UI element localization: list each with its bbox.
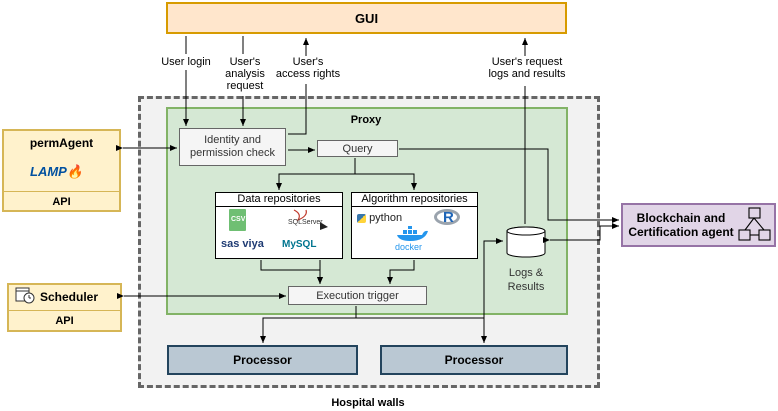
r-ring: [434, 209, 460, 225]
csv-icon: CSV: [229, 209, 246, 231]
lamp-logo: LAMP🔥: [30, 164, 83, 180]
exec-to-processor2-arrow: [356, 317, 487, 343]
python-glyph: [357, 213, 366, 223]
access-rights-label: User's access rights: [270, 56, 346, 80]
processor-label-2: Processor: [444, 353, 504, 367]
docker-label: docker: [395, 242, 423, 252]
sqlserver-icon: SQLServer: [288, 208, 328, 232]
csv-label: CSV: [231, 216, 246, 223]
blockchain-line2: Certification agent: [628, 225, 734, 239]
query-to-data-arrow: [276, 158, 356, 190]
user-login-label: User login: [161, 56, 211, 68]
processor-box-2: Processor: [380, 345, 568, 375]
r-icon: R: [434, 207, 462, 227]
processor-box-1: Processor: [167, 345, 358, 375]
scheduler-api-label: API: [55, 315, 74, 327]
mysql-icon: MySQL: [282, 239, 316, 250]
blockchain-line1: Blockchain and: [636, 211, 726, 225]
sas-viya-icon: sas viya: [221, 238, 264, 250]
processor-label-1: Processor: [233, 353, 292, 367]
sqlserver-label: SQLServer: [288, 219, 323, 226]
hospital-walls-label: Hospital walls: [331, 397, 405, 409]
logs-results-label: Logs & Results: [496, 266, 556, 294]
execution-trigger-label: Execution trigger: [316, 289, 399, 302]
query-box: Query: [317, 140, 398, 157]
data-repositories-title: Data repositories: [215, 193, 343, 207]
database-icon: [506, 226, 546, 258]
blockchain-cubes-icon: [738, 207, 771, 241]
lamp-logo-text: LAMP: [30, 164, 67, 179]
access-line2: access rights: [275, 68, 341, 80]
docker-icon: docker: [394, 226, 430, 254]
lamp-flame-icon: 🔥: [66, 164, 84, 179]
permagent-api-label: API: [52, 196, 71, 208]
query-label: Query: [342, 142, 373, 155]
r-label: R: [443, 209, 454, 226]
scheduler-title: Scheduler: [40, 290, 99, 304]
python-label: python: [369, 212, 403, 224]
algorithm-repositories-box: [351, 192, 478, 259]
blockchain-label: Blockchain and Certification agent: [622, 211, 740, 239]
mysql-label: MySQL: [282, 239, 317, 250]
sas-viya-label: sas viya: [221, 238, 264, 250]
access-line1: User's: [292, 56, 324, 68]
permagent-box: [2, 129, 121, 212]
logs-line2: Results: [507, 281, 545, 293]
processor-to-logs-arrow: [483, 238, 503, 318]
query-to-algo-arrow: [355, 173, 417, 190]
access-rights-arrow: [288, 38, 306, 135]
algorithm-repositories-title: Algorithm repositories: [351, 193, 478, 207]
logs-line1: Logs &: [508, 267, 544, 279]
proxy-title: Proxy: [350, 114, 382, 126]
gui-box: GUI: [166, 2, 567, 34]
logs-request-line2: logs and results: [488, 68, 566, 80]
identity-permission-box: Identity and permission check: [179, 128, 286, 166]
query-to-blockchain-arrow: [399, 148, 619, 223]
exec-to-processor1-arrow: [260, 306, 357, 343]
sqlserver-logo-glyph: [293, 209, 328, 230]
logs-blockchain-arrow: [543, 223, 619, 243]
analysis-line2: analysis: [225, 68, 265, 80]
logs-request-line1: User's request: [491, 56, 563, 68]
analysis-line3: request: [226, 80, 264, 92]
docker-whale-glyph: [397, 226, 428, 241]
permagent-api-divider: [4, 191, 119, 192]
data-to-exec-arrow: [260, 260, 323, 284]
logs-request-label: User's request logs and results: [478, 56, 576, 80]
execution-trigger-box: Execution trigger: [288, 286, 427, 305]
blockchain-box: [621, 203, 776, 247]
scheduler-api-divider: [9, 310, 120, 311]
permagent-title: permAgent: [29, 136, 94, 150]
algo-to-exec-arrow: [387, 260, 415, 284]
analysis-line1: User's: [229, 56, 261, 68]
analysis-request-label: User's analysis request: [219, 56, 271, 92]
identity-line1: Identity and: [204, 134, 261, 146]
gui-title: GUI: [354, 10, 379, 26]
python-icon: python: [357, 212, 402, 224]
calendar-clock-icon: [15, 287, 35, 304]
identity-line2: permission check: [190, 147, 275, 159]
